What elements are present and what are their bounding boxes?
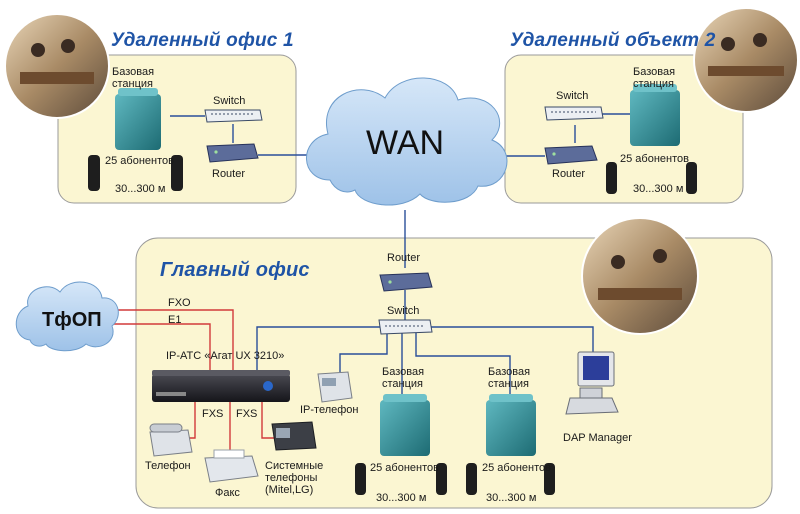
- remote-2-switch: [544, 106, 604, 121]
- main-switch-label: Switch: [387, 305, 420, 317]
- network-links: [170, 113, 630, 400]
- remote-2-range: 30...300 м: [633, 183, 684, 195]
- fax-machine: [204, 449, 259, 483]
- main-base-station-b-label-line1: Базовая: [488, 366, 531, 378]
- office-photo-main: [581, 217, 699, 335]
- phone-label: Телефон: [145, 460, 191, 472]
- remote-2-router-label: Router: [552, 168, 586, 180]
- remote-2-router: [544, 145, 598, 165]
- main-router-label: Router: [387, 252, 421, 264]
- remote-1-base-station-label-line2: станция: [112, 78, 154, 90]
- system-phones-label-line2: телефоны: [265, 472, 318, 484]
- main-base-station-b: [486, 394, 536, 456]
- remote-1-handsets: [88, 155, 183, 191]
- remote-object-2-title: Удаленный объект 2: [510, 30, 716, 51]
- office-photo-remote-1: [4, 13, 110, 119]
- main-base-station-a-range: 30...300 м: [376, 492, 427, 504]
- main-base-station-a-subscribers: 25 абонентов: [370, 462, 439, 474]
- remote-1-switch-label: Switch: [213, 95, 246, 107]
- remote-1-base-station: [115, 88, 161, 150]
- system-phones-label-line3: (Mitel,LG): [265, 484, 314, 496]
- remote-1-router: [206, 143, 259, 163]
- main-base-station-b-subscribers: 25 абонентов: [482, 462, 551, 474]
- remote-1-base-station-label-line1: Базовая: [112, 66, 155, 78]
- remote-office-1-title: Удаленный офис 1: [111, 30, 294, 51]
- e1-label: E1: [168, 314, 182, 326]
- wan-cloud: [306, 77, 508, 206]
- main-handsets: [355, 463, 555, 495]
- ip-pbx-label: IP-АТС «Агат UX 3210»: [166, 350, 285, 362]
- remote-2-subscribers: 25 абонентов: [620, 153, 689, 165]
- system-phones-label-line1: Системные: [265, 460, 324, 472]
- main-base-station-b-range: 30...300 м: [486, 492, 537, 504]
- remote-1-switch: [204, 109, 263, 123]
- remote-1-subscribers: 25 абонентов: [105, 155, 174, 167]
- ip-phone-label: IP-телефон: [300, 404, 359, 416]
- dap-manager-label: DAP Manager: [563, 432, 632, 444]
- main-base-station-a-label-line2: станция: [382, 378, 424, 390]
- remote-2-base-station-label-line1: Базовая: [633, 66, 676, 78]
- main-switch: [378, 319, 433, 335]
- main-office-title: Главный офис: [160, 259, 310, 281]
- office-photo-remote-2: [693, 7, 799, 113]
- remote-2-base-station: [630, 84, 680, 146]
- main-base-station-b-label-line2: станция: [488, 378, 530, 390]
- system-phones: [271, 421, 317, 451]
- main-router: [379, 272, 433, 292]
- wan-label: WAN: [366, 124, 445, 162]
- main-base-station-a: [380, 394, 430, 456]
- remote-1-router-label: Router: [212, 168, 246, 180]
- remote-office-1-panel: [57, 54, 297, 204]
- remote-2-handsets: [606, 162, 697, 194]
- ip-phone: [317, 371, 353, 403]
- fxs-right-label: FXS: [236, 408, 258, 420]
- analog-phone: [149, 423, 193, 457]
- fxo-label: FXO: [168, 297, 191, 309]
- fax-label: Факс: [215, 487, 240, 499]
- dap-manager-pc: [565, 351, 619, 415]
- pstn-cloud: [15, 281, 119, 352]
- remote-2-switch-label: Switch: [556, 90, 589, 102]
- main-base-station-a-label-line1: Базовая: [382, 366, 425, 378]
- remote-object-2-panel: [504, 54, 744, 204]
- remote-2-base-station-label-line2: станция: [633, 78, 675, 90]
- ip-pbx-agat-ux3210: [152, 370, 290, 402]
- fxs-left-label: FXS: [202, 408, 224, 420]
- remote-1-range: 30...300 м: [115, 183, 166, 195]
- pstn-label: ТфОП: [42, 309, 102, 331]
